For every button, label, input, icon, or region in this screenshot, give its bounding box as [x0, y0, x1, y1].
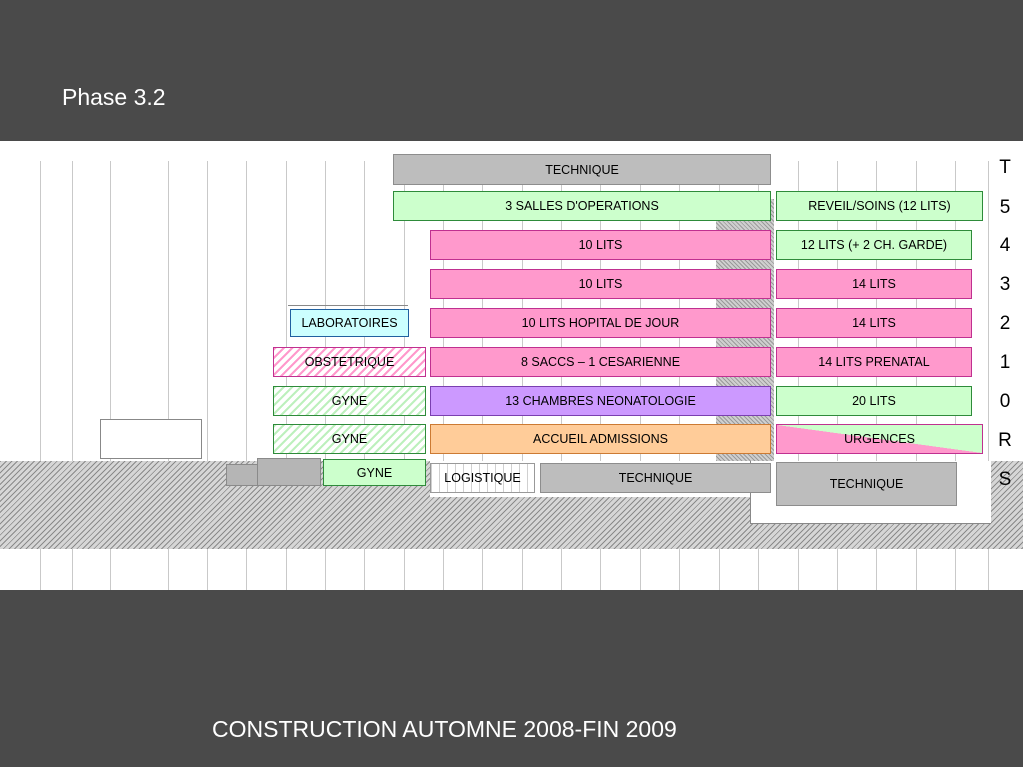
existing-building-outline [100, 419, 202, 459]
block-gyne-level0: GYNE [273, 386, 426, 416]
level-label: R [998, 430, 1012, 451]
block-lits-level3-right: 14 LITS [776, 269, 972, 299]
block-lits-level2-right: 14 LITS [776, 308, 972, 338]
construction-period-caption: CONSTRUCTION AUTOMNE 2008-FIN 2009 [212, 716, 677, 742]
grid-line [72, 161, 73, 590]
level-label: 5 [999, 197, 1011, 218]
level-label: 4 [999, 235, 1011, 256]
block-technique-s-right: TECHNIQUE [776, 462, 957, 506]
block-accueil-admissions: ACCUEIL ADMISSIONS [430, 424, 771, 454]
level-label: T [999, 157, 1011, 178]
block-lits-level3-left: 10 LITS [430, 269, 771, 299]
block-saccs-cesarienne: 8 SACCS – 1 CESARIENNE [430, 347, 771, 377]
page-title: Phase 3.2 [62, 84, 166, 110]
block-lits-level4-left: 10 LITS [430, 230, 771, 260]
block-laboratoires: LABORATOIRES [290, 309, 409, 337]
block-chambres-neonatologie: 13 CHAMBRES NEONATOLOGIE [430, 386, 771, 416]
level-label: 0 [999, 391, 1011, 412]
block-salles-operations: 3 SALLES D'OPERATIONS [393, 191, 771, 221]
block-20-lits: 20 LITS [776, 386, 972, 416]
existing-building-outline [288, 305, 408, 306]
grid-line [246, 161, 247, 590]
block-lits-hopital-de-jour: 10 LITS HOPITAL DE JOUR [430, 308, 771, 338]
block-obstetrique: OBSTETRIQUE [273, 347, 426, 377]
block-technique-s-middle: TECHNIQUE [540, 463, 771, 493]
block-gyne-level-s: GYNE [323, 459, 426, 486]
level-label: S [998, 469, 1012, 490]
grid-line [110, 161, 111, 590]
building-section-diagram: TECHNIQUE 3 SALLES D'OPERATIONS REVEIL/S… [0, 141, 1023, 590]
level-label: 2 [999, 313, 1011, 334]
block-logistique: LOGISTIQUE [430, 463, 535, 493]
grid-line [40, 161, 41, 590]
block-lits-prenatal: 14 LITS PRENATAL [776, 347, 972, 377]
level-label: 3 [999, 274, 1011, 295]
block-lits-level4-right: 12 LITS (+ 2 CH. GARDE) [776, 230, 972, 260]
block-gyne-level-r: GYNE [273, 424, 426, 454]
grid-line [168, 161, 169, 590]
block-urgences: URGENCES [776, 424, 983, 454]
grid-line [988, 161, 989, 590]
existing-gray-block [226, 464, 260, 486]
grid-line [207, 161, 208, 590]
existing-gray-block [257, 458, 321, 486]
block-reveil-soins: REVEIL/SOINS (12 LITS) [776, 191, 983, 221]
level-label: 1 [999, 352, 1011, 373]
block-technique-top: TECHNIQUE [393, 154, 771, 185]
